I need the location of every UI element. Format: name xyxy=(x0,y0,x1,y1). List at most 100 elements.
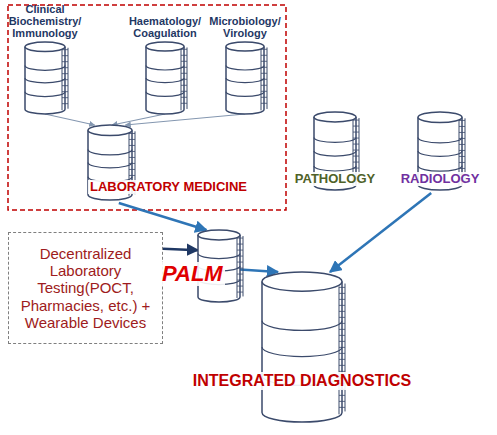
ladder-rung xyxy=(181,79,187,80)
ladder-rung xyxy=(353,138,359,139)
ladder-rung xyxy=(237,286,243,287)
cylinder-body xyxy=(226,47,264,114)
ladder-rung xyxy=(339,293,345,294)
cylinder-band xyxy=(314,151,356,156)
cylinder-top xyxy=(226,42,264,51)
ladder-rung xyxy=(129,145,135,146)
ladder-rung xyxy=(62,61,68,62)
cylinder-band xyxy=(314,137,356,142)
ladder-rung xyxy=(237,268,243,269)
cylinder-body xyxy=(146,47,184,114)
ladder-rung xyxy=(62,67,68,68)
cylinder-top xyxy=(198,230,240,240)
ladder-rung xyxy=(237,292,243,293)
cylinder-top xyxy=(88,125,132,136)
silo-node: Clinical Biochemistry/ Immunology xyxy=(25,42,65,114)
cylinder-band xyxy=(226,78,264,83)
ladder-rung xyxy=(353,162,359,163)
ladder-rung xyxy=(62,91,68,92)
ladder-rung xyxy=(353,156,359,157)
flow-arrow xyxy=(119,203,207,230)
ladder-rung xyxy=(353,126,359,127)
ladder-rung xyxy=(353,120,359,121)
ladder-rung xyxy=(261,49,267,50)
cylinder-band xyxy=(418,138,462,143)
cylinder-band xyxy=(262,321,342,331)
ladder-rung xyxy=(339,317,345,318)
ladder-rung xyxy=(62,49,68,50)
ladder-rung xyxy=(339,401,345,402)
ladder-rung xyxy=(261,97,267,98)
ladder-rung xyxy=(129,139,135,140)
ladder-rung xyxy=(339,395,345,396)
cylinder-band xyxy=(88,163,132,168)
cylinder-band xyxy=(314,166,356,171)
ladder-rung xyxy=(459,126,465,127)
ladder-rung xyxy=(129,151,135,152)
ladder-rung xyxy=(261,85,267,86)
note-text: Decentralized Laboratory Testing(POCT, P… xyxy=(15,245,156,331)
ladder-rung xyxy=(339,347,345,348)
cylinder-band xyxy=(226,65,264,70)
silo-node: LABORATORY MEDICINE xyxy=(88,125,132,200)
cylinder-body xyxy=(25,47,65,114)
cylinder-band xyxy=(25,92,65,97)
ladder-rung xyxy=(261,91,267,92)
ladder-rail xyxy=(68,48,69,109)
ladder-rung xyxy=(62,79,68,80)
ladder-rung xyxy=(339,353,345,354)
node-label: Microbiology/ Virology xyxy=(200,15,290,39)
ladder-rung xyxy=(353,150,359,151)
silo-cylinder xyxy=(146,42,184,114)
ladder-rung xyxy=(62,55,68,56)
ladder-rung xyxy=(62,97,68,98)
ladder-rung xyxy=(181,67,187,68)
cylinder-band xyxy=(146,78,184,83)
ladder-rail xyxy=(267,47,268,109)
node-label: RADIOLOGY xyxy=(399,172,482,186)
ladder-rung xyxy=(459,156,465,157)
ladder-rung xyxy=(129,175,135,176)
node-label: PATHOLOGY xyxy=(293,172,377,186)
ladder-rung xyxy=(261,55,267,56)
ladder-rung xyxy=(129,163,135,164)
node-label: Clinical Biochemistry/ Immunology xyxy=(0,3,90,39)
silo-cylinder xyxy=(25,42,65,114)
node-label: INTEGRATED DIAGNOSTICS xyxy=(191,372,413,390)
ladder-rail xyxy=(187,47,188,109)
ladder-rung xyxy=(339,341,345,342)
ladder-rung xyxy=(261,61,267,62)
ladder-rung xyxy=(181,97,187,98)
ladder-rung xyxy=(261,79,267,80)
ladder-rung xyxy=(339,299,345,300)
silo-node: RADIOLOGY xyxy=(418,112,462,190)
cylinder-band xyxy=(146,65,184,70)
ladder-rung xyxy=(261,73,267,74)
ladder-rung xyxy=(237,280,243,281)
ladder-rail xyxy=(243,236,244,296)
cylinder-top xyxy=(25,42,65,52)
ladder-rung xyxy=(181,103,187,104)
silo-cylinder xyxy=(226,42,264,114)
cylinder-band xyxy=(146,92,184,97)
ladder-rung xyxy=(129,169,135,170)
ladder-rung xyxy=(339,305,345,306)
cylinder-band xyxy=(262,347,342,357)
silo-node: Microbiology/ Virology xyxy=(226,42,264,114)
cylinder-top xyxy=(146,42,184,51)
flow-arrow xyxy=(45,114,95,125)
ladder-rung xyxy=(353,144,359,145)
ladder-rung xyxy=(339,311,345,312)
ladder-rung xyxy=(261,103,267,104)
ladder-rung xyxy=(181,91,187,92)
ladder-rung xyxy=(459,150,465,151)
ladder-rung xyxy=(181,61,187,62)
cylinder-band xyxy=(88,150,132,155)
ladder-rung xyxy=(459,120,465,121)
node-label: PALM xyxy=(160,262,225,286)
silo-cylinder xyxy=(262,272,342,422)
ladder-rung xyxy=(237,250,243,251)
node-label: Haematology/ Coagulation xyxy=(120,15,210,39)
cylinder-band xyxy=(418,166,462,171)
